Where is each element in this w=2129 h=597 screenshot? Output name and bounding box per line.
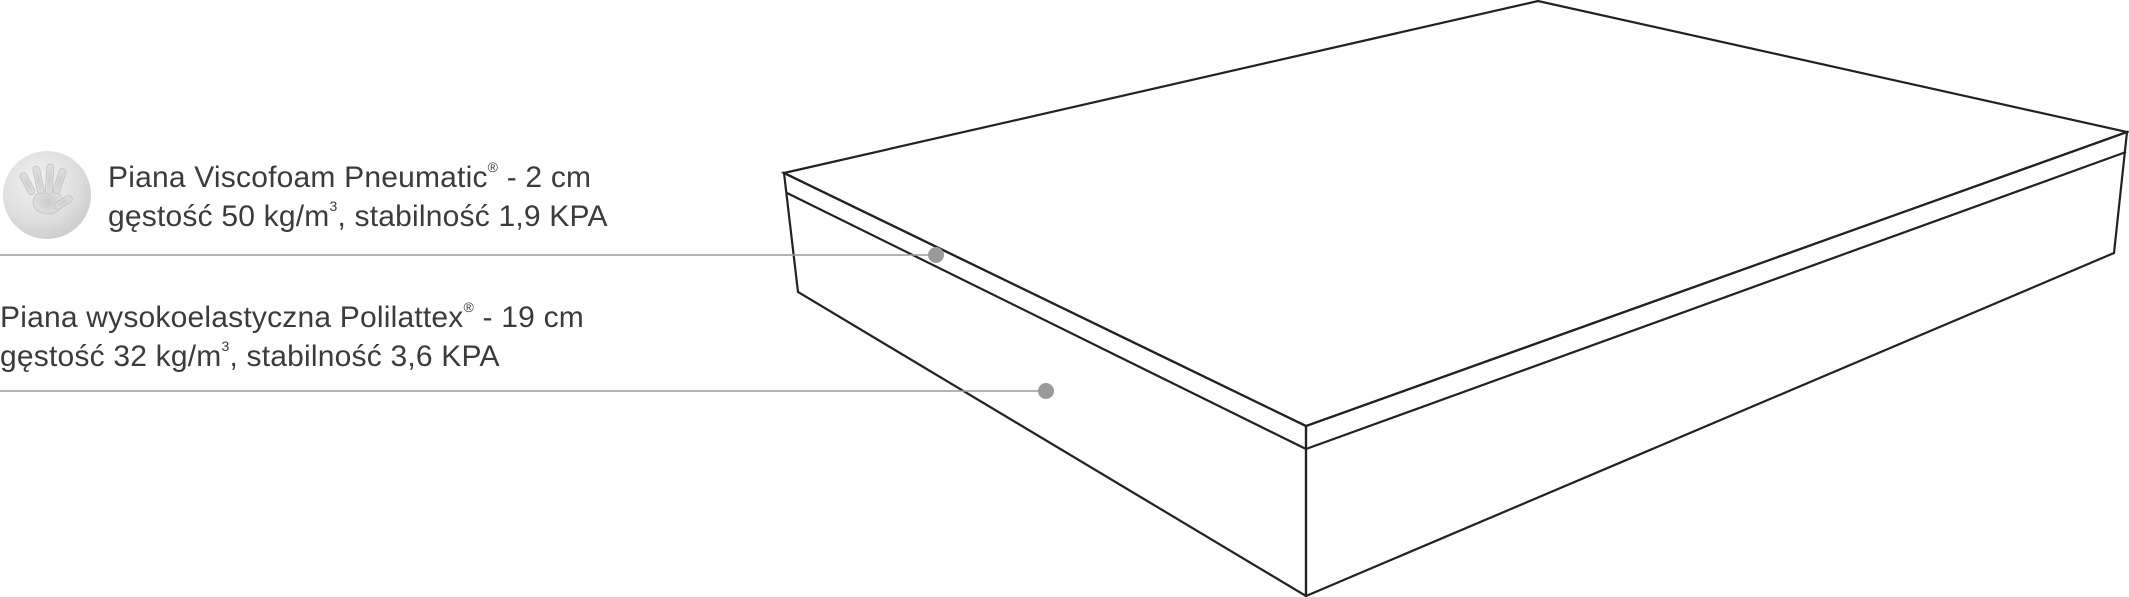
mattress-outline — [780, 0, 2129, 597]
layer-separator-side — [1305, 150, 2127, 451]
polilattex-name: Piana wysokoelastyczna Polilattex — [0, 301, 464, 334]
viscofoam-density: gęstość 50 kg/m — [108, 200, 330, 233]
polilattex-stability: , stabilność 3,6 KPA — [229, 340, 500, 373]
label-viscofoam-layer: Piana Viscofoam Pneumatic® - 2 cm gęstoś… — [108, 158, 608, 236]
registered-mark: ® — [487, 159, 499, 175]
viscofoam-stability: , stabilność 1,9 KPA — [337, 200, 608, 233]
marker-dot-top-layer — [928, 247, 944, 263]
polilattex-spec-line: gęstość 32 kg/m3, stabilność 3,6 KPA — [0, 337, 584, 376]
layer-separator-front — [786, 192, 1307, 450]
mattress-side-face — [1304, 130, 2129, 597]
cubic-exponent: 3 — [221, 338, 230, 354]
marker-dot-bottom-layer — [1038, 383, 1054, 399]
hand-imprint-foam-icon — [3, 151, 91, 239]
polilattex-density: gęstość 32 kg/m — [0, 340, 222, 373]
viscofoam-name: Piana Viscofoam Pneumatic — [108, 161, 488, 194]
viscofoam-spec-line: gęstość 50 kg/m3, stabilność 1,9 KPA — [108, 197, 608, 236]
registered-mark: ® — [463, 299, 475, 315]
mattress-top-face — [780, 0, 2129, 428]
cubic-exponent: 3 — [329, 198, 338, 214]
polilattex-title-line: Piana wysokoelastyczna Polilattex® - 19 … — [0, 298, 584, 337]
label-polilattex-layer: Piana wysokoelastyczna Polilattex® - 19 … — [0, 298, 584, 376]
polilattex-thickness: - 19 cm — [474, 301, 584, 334]
viscofoam-title-line: Piana Viscofoam Pneumatic® - 2 cm — [108, 158, 608, 197]
leader-lines — [0, 247, 1054, 399]
viscofoam-thickness: - 2 cm — [498, 161, 592, 194]
